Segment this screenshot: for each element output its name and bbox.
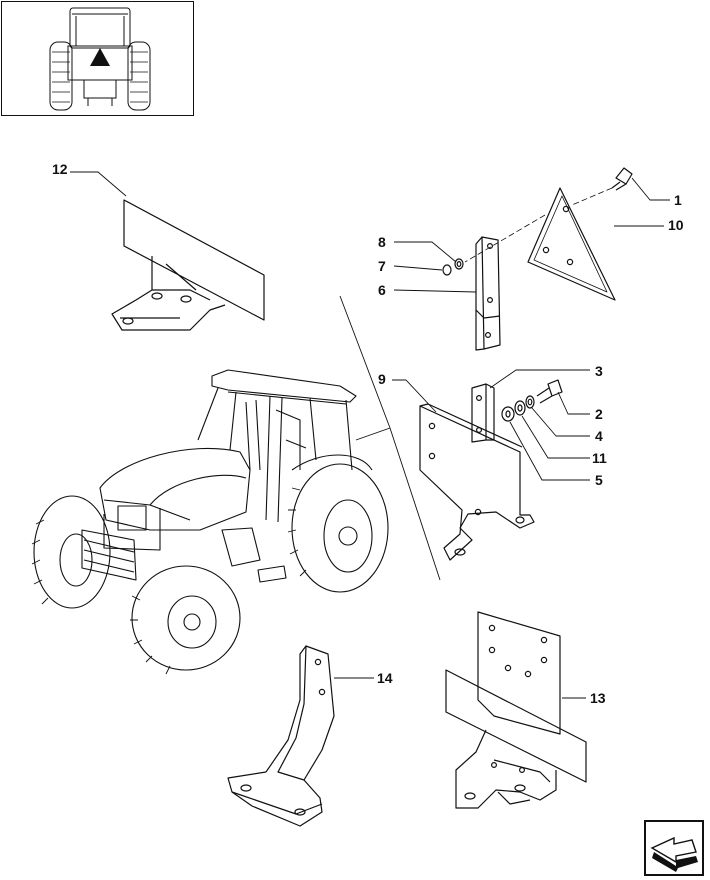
part-9-plate [419,403,535,561]
callout-1: 1 [674,192,682,208]
part-4-washer [525,395,535,409]
callout-5: 5 [595,472,603,488]
locator-thumbnail [1,1,194,116]
part-7-8-nut-washer [442,258,464,276]
callout-14: 14 [377,670,393,686]
tractor-illustration [31,369,389,675]
next-page-arrow-icon [650,836,698,872]
tractor-rear-view-icon [49,7,151,111]
part-1-bolt [611,167,633,191]
callout-9: 9 [378,371,386,387]
callout-4: 4 [595,428,603,444]
part-2-bolt [536,379,563,404]
part-10-reflector [527,187,616,301]
next-page-button[interactable] [644,820,704,876]
part-14-bracket [227,645,335,827]
part-13-plate-carrier [445,611,587,809]
callout-6: 6 [378,282,386,298]
callout-11: 11 [592,450,607,466]
part-11-washer [514,400,526,416]
callout-10: 10 [668,217,684,233]
callout-13: 13 [590,690,606,706]
part-12-plate-bracket [111,199,265,331]
callout-8: 8 [378,234,386,250]
callout-12: 12 [52,161,68,177]
callout-3: 3 [595,363,603,379]
callout-2: 2 [595,406,603,422]
part-5-nut [501,406,515,422]
callout-7: 7 [378,258,386,274]
leader-lines [70,171,670,699]
part-6-bracket [475,236,501,351]
